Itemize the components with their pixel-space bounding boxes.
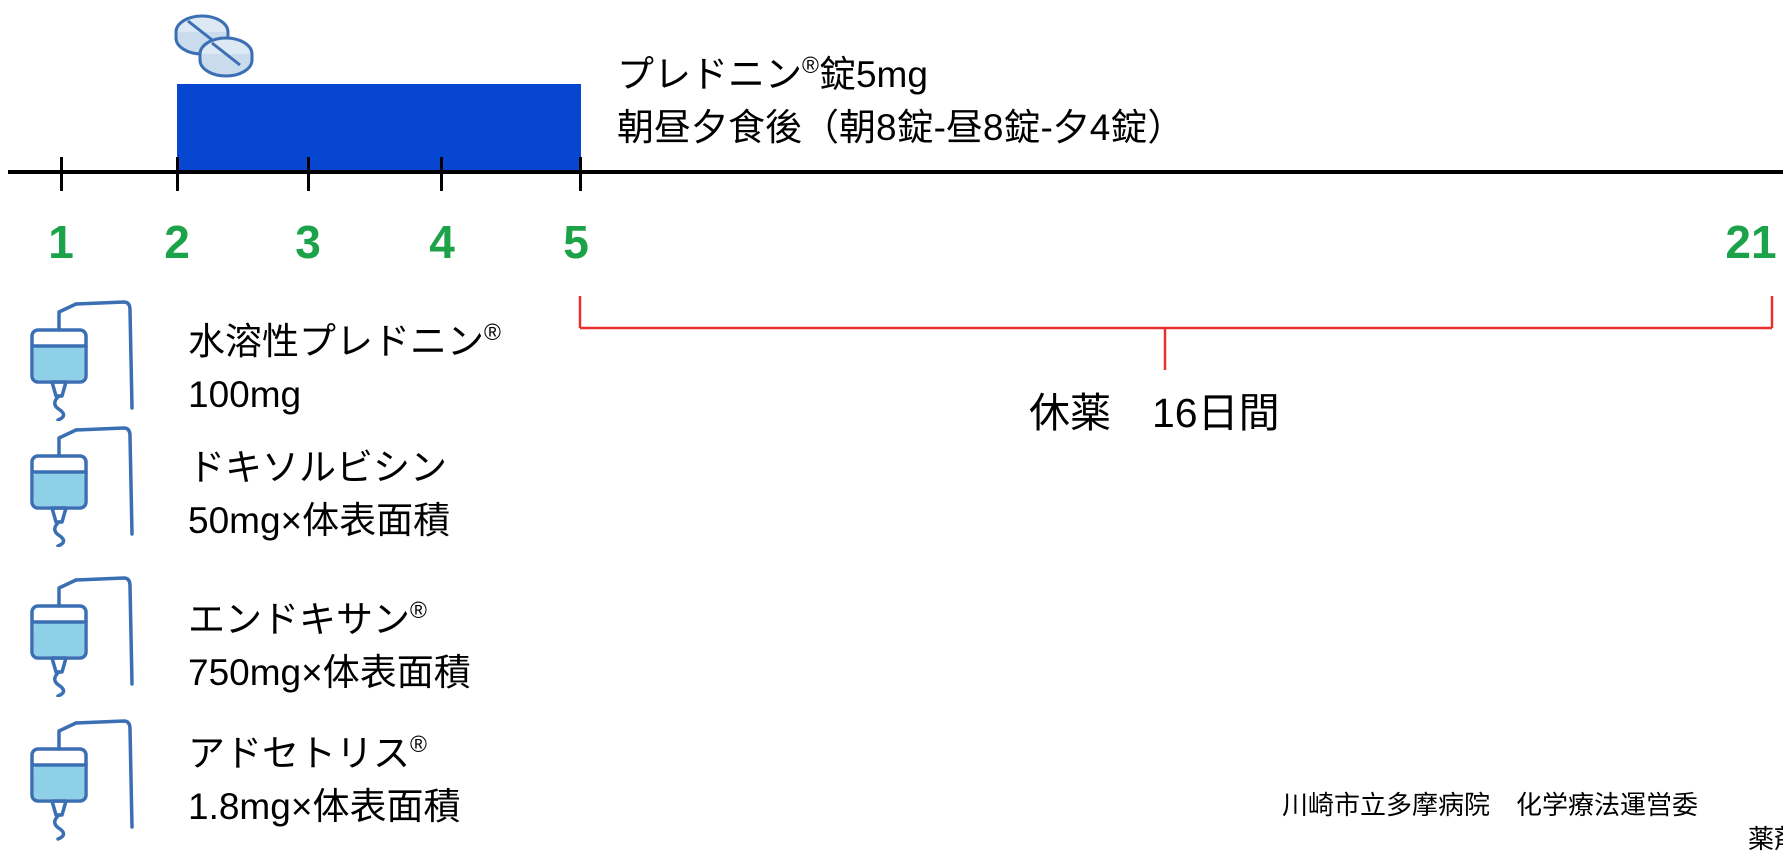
registered-mark: ®: [484, 319, 501, 345]
iv-drip-bag-icon: [30, 300, 134, 421]
pill-tablets-icon: [174, 14, 254, 78]
iv-drug-name-line: 水溶性プレドニン®: [188, 315, 501, 368]
iv-drug-dose: 100mg: [188, 374, 302, 415]
day-label-2: 2: [164, 216, 190, 268]
iv-drip-bag-icon: [30, 719, 134, 841]
iv-drug-name: 水溶性プレドニン: [188, 321, 484, 362]
iv-drug-1: 水溶性プレドニン® 100mg: [188, 315, 501, 421]
oral-regimen-text: プレドニン®錠5mg 朝昼夕食後（朝8錠-昼8錠-夕4錠）: [617, 48, 1184, 154]
iv-drug-name-line: エンドキサン®: [188, 593, 471, 646]
timeline-tick: [440, 157, 443, 191]
footer-credit-line2: 薬剤: [1748, 824, 1783, 854]
rest-period-bracket: [578, 296, 1774, 370]
iv-drug-name-line: ドキソルビシン: [188, 441, 450, 494]
oral-drug-suffix: 錠5mg: [818, 54, 928, 95]
rest-period-label: 休薬 16日間: [1029, 390, 1280, 436]
footer-credit-line1: 川崎市立多摩病院 化学療法運営委: [1282, 790, 1699, 820]
iv-drug-name: アドセトリス: [188, 733, 410, 774]
iv-drug-name: エンドキサン: [188, 599, 410, 640]
oral-dosing-bar: [177, 84, 581, 170]
day-label-3: 3: [295, 216, 321, 268]
iv-drug-name: ドキソルビシン: [188, 447, 447, 488]
timeline-tick: [307, 157, 310, 191]
oral-schedule: 朝昼夕食後（朝8錠-昼8錠-夕4錠）: [617, 107, 1185, 148]
iv-drip-bag-icon: [30, 576, 134, 697]
day-label-5: 5: [563, 216, 589, 268]
iv-drug-name-line: アドセトリス®: [188, 727, 460, 780]
timeline-tick: [579, 157, 582, 191]
timeline-tick: [60, 157, 63, 191]
iv-drug-dose: 750mg×体表面積: [188, 652, 471, 693]
iv-drug-dose: 1.8mg×体表面積: [188, 786, 461, 827]
day-label-4: 4: [429, 216, 455, 268]
iv-drug-dose: 50mg×体表面積: [188, 500, 451, 541]
oral-drug-line: プレドニン®錠5mg: [617, 48, 1184, 101]
registered-mark: ®: [410, 731, 427, 757]
day-label-21: 21: [1725, 216, 1777, 268]
oral-drug-name: プレドニン: [617, 54, 802, 95]
timeline-tick: [176, 157, 179, 191]
iv-drug-4: アドセトリス® 1.8mg×体表面積: [188, 727, 460, 833]
day-label-1: 1: [48, 216, 74, 268]
timeline-axis: [8, 170, 1783, 174]
iv-drug-2: ドキソルビシン 50mg×体表面積: [188, 441, 450, 547]
registered-mark: ®: [410, 597, 427, 623]
iv-drip-bag-icon: [30, 426, 134, 547]
iv-drug-3: エンドキサン® 750mg×体表面積: [188, 593, 471, 699]
registered-mark: ®: [802, 52, 819, 78]
